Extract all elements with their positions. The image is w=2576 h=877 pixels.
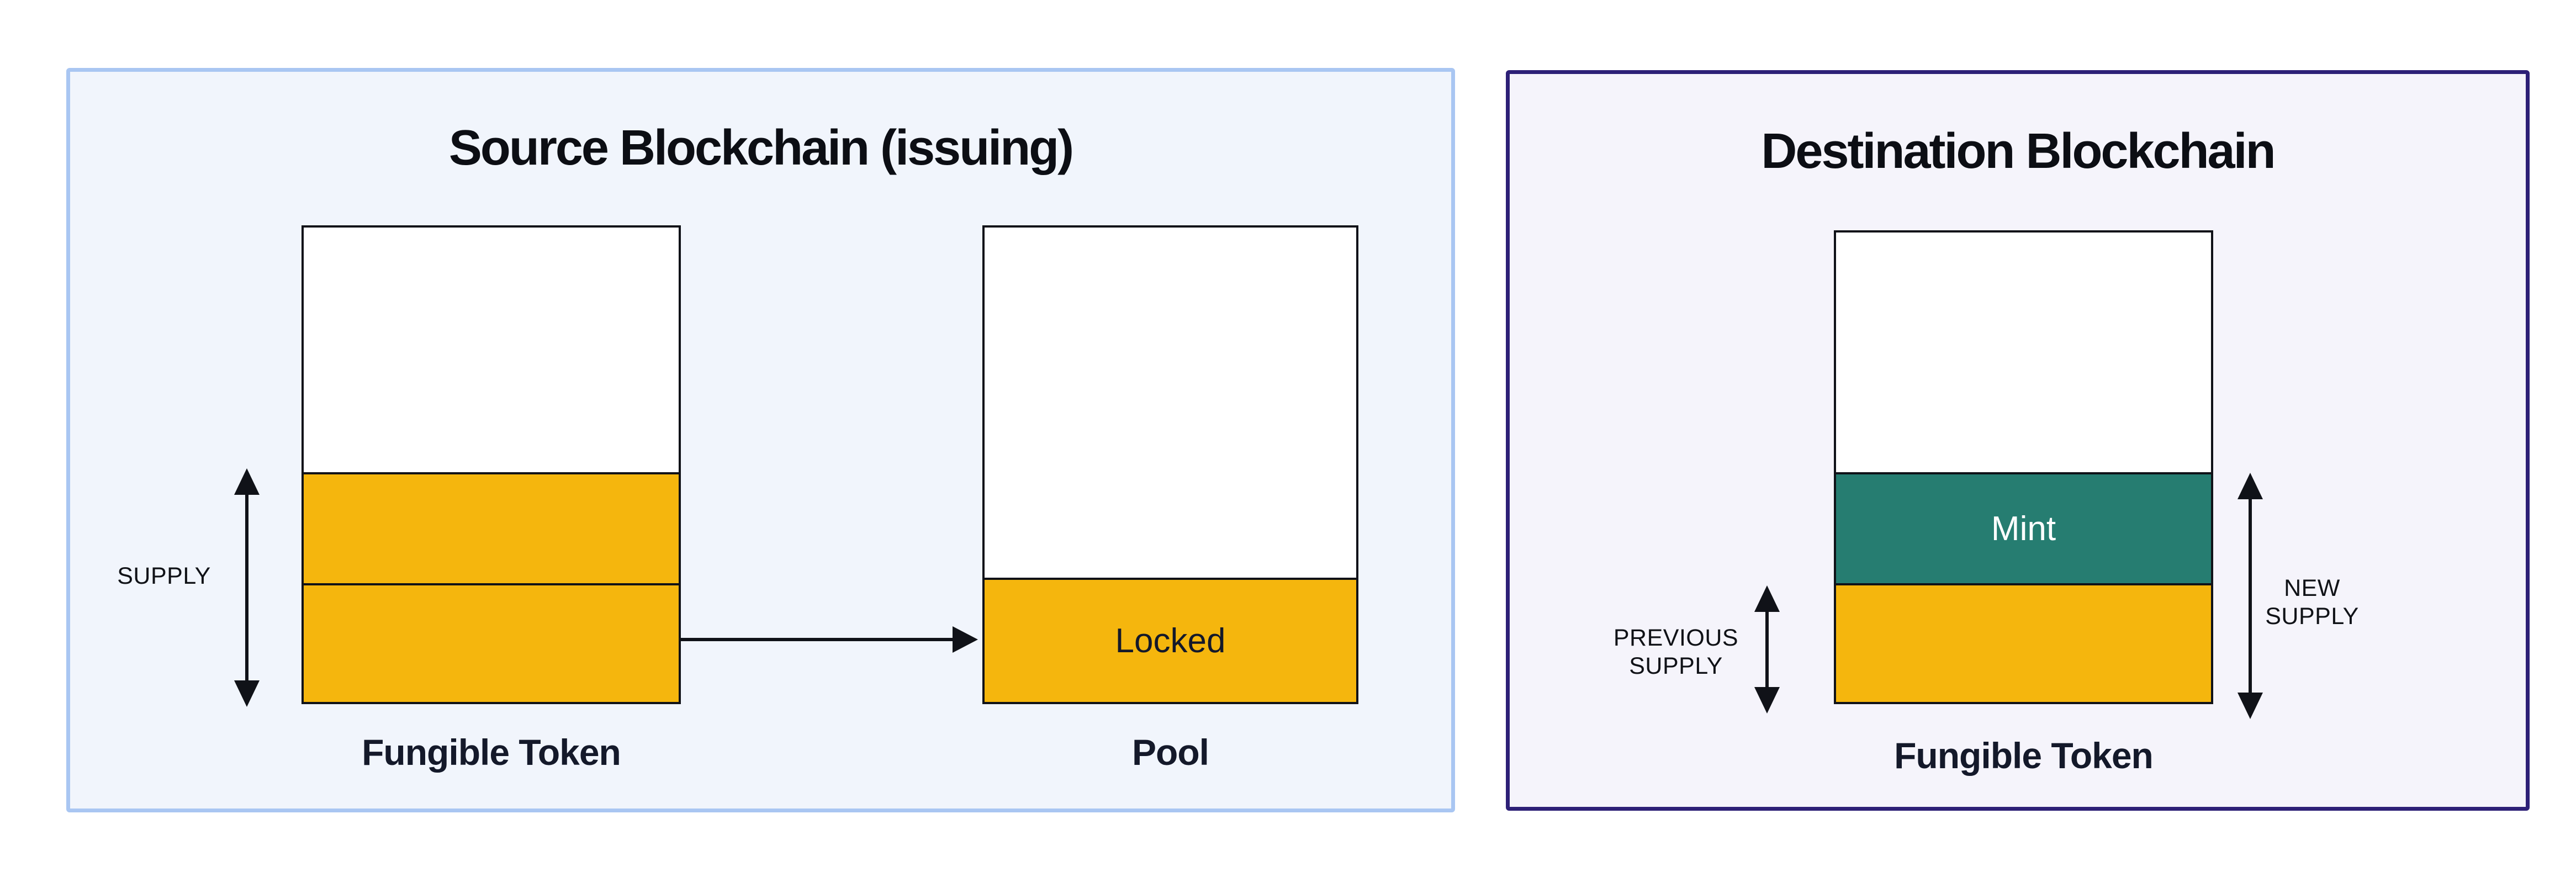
source-pool-label: Pool: [1132, 732, 1209, 773]
new-supply-range-arrow-icon: [2249, 498, 2252, 694]
new-supply-label-line2: SUPPLY: [2265, 603, 2359, 630]
previous-supply-label-line1: PREVIOUS: [1613, 625, 1739, 651]
pool-locked-segment: Locked: [985, 578, 1356, 702]
locked-segment-label: Locked: [1115, 622, 1226, 660]
supply-label: SUPPLY: [117, 563, 211, 589]
source-token-unissued-segment: [304, 228, 679, 472]
new-supply-label: NEW SUPPLY: [2224, 574, 2400, 631]
source-panel-title: Source Blockchain (issuing): [448, 120, 1074, 176]
pool-empty-segment: [985, 228, 1356, 578]
mint-segment-label: Mint: [1991, 510, 2056, 548]
destination-panel-title: Destination Blockchain: [1761, 124, 2276, 179]
destination-mint-segment: Mint: [1836, 472, 2211, 583]
new-supply-label-line1: NEW: [2284, 575, 2340, 601]
previous-supply-range-arrow-icon: [1765, 611, 1769, 688]
source-fungible-token-label: Fungible Token: [362, 732, 621, 773]
source-pool-box: Locked: [982, 225, 1358, 704]
destination-token-unissued-segment: [1836, 233, 2211, 472]
lock-transfer-arrow-icon: [681, 638, 954, 641]
supply-range-arrow-icon: [245, 494, 248, 681]
source-token-supply-upper-segment: [304, 472, 679, 583]
destination-fungible-token-box: Mint: [1834, 230, 2213, 704]
source-fungible-token-box: [301, 225, 681, 704]
destination-fungible-token-label: Fungible Token: [1894, 735, 2154, 776]
previous-supply-label: PREVIOUS SUPPLY: [1560, 624, 1792, 680]
destination-blockchain-panel: Destination Blockchain Mint PREVIOUS SUP…: [1506, 70, 2530, 811]
destination-previous-supply-segment: [1836, 583, 2211, 702]
previous-supply-label-line2: SUPPLY: [1629, 653, 1723, 679]
source-token-supply-lower-segment: [304, 583, 679, 702]
source-blockchain-panel: Source Blockchain (issuing) SUPPLY Locke…: [66, 68, 1455, 812]
